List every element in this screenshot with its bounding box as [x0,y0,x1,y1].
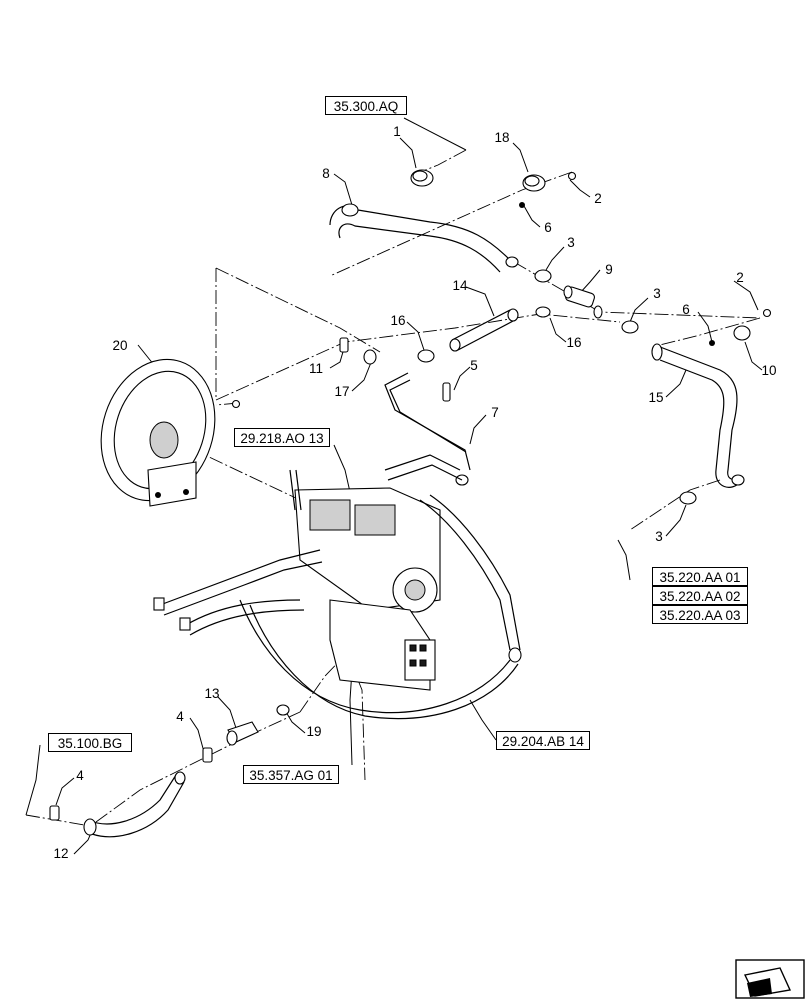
callout-6: 6 [544,220,552,235]
ref-box-35-220-aa-03[interactable]: 35.220.AA 03 [652,605,748,624]
callout-6: 6 [682,302,690,317]
ref-box-35-220-aa-01[interactable]: 35.220.AA 01 [652,567,748,586]
callout-8: 8 [322,166,330,181]
callout-5: 5 [470,358,478,373]
callout-4: 4 [76,768,84,783]
callout-1: 1 [393,124,401,139]
small-parts-middle [339,337,471,486]
callout-12: 12 [53,846,69,861]
callout-18: 18 [494,130,510,145]
callout-7: 7 [491,405,499,420]
ref-box-35-100-bg[interactable]: 35.100.BG [48,733,132,752]
leader-lines [25,117,763,855]
ref-box-35-220-aa-02[interactable]: 35.220.AA 02 [652,586,748,605]
ref-box-35-300-aq[interactable]: 35.300.AQ [325,96,407,115]
callout-11: 11 [308,361,323,376]
callout-20: 20 [112,338,128,353]
fitting-9-part [534,269,639,334]
ref-box-29-218-ao-13[interactable]: 29.218.AO 13 [234,428,330,447]
callout-4: 4 [176,709,184,724]
callout-14: 14 [452,278,468,293]
ref-box-35-357-ag-01[interactable]: 35.357.AG 01 [243,765,339,784]
callout-19: 19 [306,724,322,739]
callout-10: 10 [761,363,777,378]
hose-14-part [417,306,551,363]
clamps-top [410,169,577,208]
callout-16: 16 [390,313,406,328]
callout-15: 15 [648,390,664,405]
callout-17: 17 [334,384,350,399]
callout-2: 2 [736,270,744,285]
callout-3: 3 [567,235,575,250]
arrow-nav-icon [735,959,805,999]
lower-parts [49,704,290,838]
callout-2: 2 [594,191,602,206]
assembly-hoses [153,454,522,720]
hose-15-part [651,308,772,505]
callout-3: 3 [655,529,663,544]
flywheel-part [100,358,241,507]
callout-3: 3 [653,286,661,301]
callout-16: 16 [566,335,582,350]
ref-box-29-204-ab-14[interactable]: 29.204.AB 14 [496,731,590,750]
callout-9: 9 [605,262,613,277]
callout-13: 13 [204,686,220,701]
pump-assembly [294,487,441,691]
hose-8-part [329,203,519,273]
